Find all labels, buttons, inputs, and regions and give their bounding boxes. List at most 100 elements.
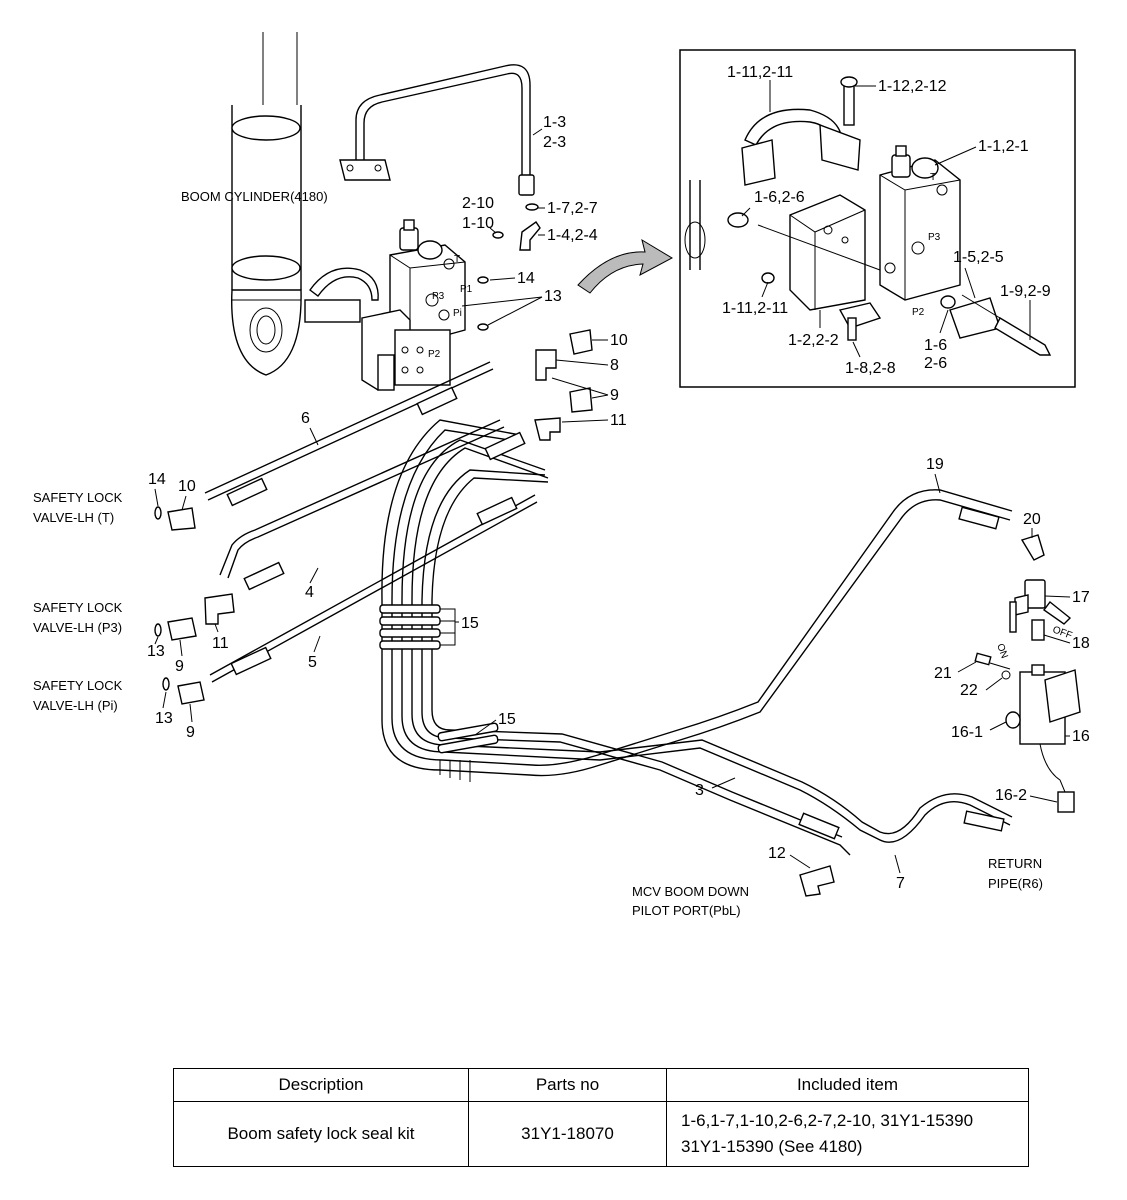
callout-14-left: 14: [148, 471, 166, 488]
callout-1-3: 1-3: [543, 114, 566, 131]
safety-lock-pi-line1: SAFETY LOCK: [33, 678, 123, 693]
oring-13-low: [162, 677, 170, 691]
inset-port-p3: P3: [928, 232, 941, 243]
callout-2-10: 2-10: [462, 195, 494, 212]
oring-13-mid: [154, 623, 162, 637]
port-p2-label: P2: [428, 349, 441, 360]
inset-callout-1-5-2-5: 1-5,2-5: [953, 249, 1004, 266]
inset-callout-1-9-2-9: 1-9,2-9: [1000, 283, 1051, 300]
port-pi-label: Pi: [453, 308, 462, 319]
callout-9-low: 9: [186, 724, 195, 741]
callout-1-7-2-7: 1-7,2-7: [547, 200, 598, 217]
safety-lock-valve: [304, 219, 466, 391]
callout-20: 20: [1023, 511, 1041, 528]
callout-16-1: 16-1: [951, 724, 983, 741]
cell-parts-no: 31Y1-18070: [468, 1101, 667, 1167]
tee-12: [799, 865, 835, 897]
table-header-row: Description Parts no Included item: [173, 1068, 1029, 1102]
elbow-10-right: [569, 329, 593, 355]
callout-15-lower: 15: [498, 711, 516, 728]
callout-1-10: 1-10: [462, 215, 494, 232]
port-p1-label: P1: [460, 284, 473, 295]
header-description: Description: [173, 1068, 469, 1102]
header-parts-no: Parts no: [468, 1068, 667, 1102]
port-p3-label: P3: [432, 291, 445, 302]
callout-18: 18: [1072, 635, 1090, 652]
included-item-line1: 1-6,1-7,1-10,2-6,2-7,2-10, 31Y1-15390: [681, 1111, 974, 1130]
solenoid-valve-assembly: [974, 534, 1081, 813]
callout-19: 19: [926, 456, 944, 473]
callout-13-mid: 13: [147, 643, 165, 660]
oring-14-top: [477, 276, 489, 284]
callout-10-left: 10: [178, 478, 196, 495]
boom-cylinder: [231, 32, 302, 376]
switch-off-label: OFF: [1051, 624, 1074, 641]
callout-7: 7: [896, 875, 905, 892]
mcv-boom-down-line2: PILOT PORT(PbL): [632, 903, 741, 918]
boom-cylinder-label: BOOM CYLINDER(4180): [181, 189, 328, 204]
oring-2-10: [492, 231, 504, 239]
callout-1-4-2-4: 1-4,2-4: [547, 227, 598, 244]
callout-15-upper: 15: [461, 615, 479, 632]
callout-16-2: 16-2: [995, 787, 1027, 804]
oring-13-top: [477, 323, 489, 331]
pipe-1-3: [339, 64, 535, 196]
arrow-to-inset: [577, 238, 674, 294]
elbow-9-right: [569, 387, 593, 413]
elbow-1-4: [519, 221, 541, 251]
callout-11-right: 11: [610, 412, 627, 429]
cell-included-item: 1-6,1-7,1-10,2-6,2-7,2-10, 31Y1-15390 31…: [666, 1101, 1029, 1167]
seal-kit-table: Description Parts no Included item Boom …: [173, 1068, 1029, 1167]
callout-10-right: 10: [610, 332, 628, 349]
callout-9-mid: 9: [175, 658, 184, 675]
inset-exploded-valve: [684, 76, 1052, 356]
oring-14-left: [154, 506, 162, 520]
switch-on-label: ON: [994, 642, 1009, 660]
inset-callout-1-11-2-11-low: 1-11,2-11: [722, 300, 788, 317]
safety-lock-p3-line1: SAFETY LOCK: [33, 600, 123, 615]
tee-8: [535, 349, 557, 381]
callout-4: 4: [305, 584, 314, 601]
safety-lock-t-line2: VALVE-LH (T): [33, 510, 114, 525]
elbow-9-low: [177, 681, 205, 705]
header-included-item: Included item: [666, 1068, 1029, 1102]
safety-lock-pi-line2: VALVE-LH (Pi): [33, 698, 118, 713]
callout-5: 5: [308, 654, 317, 671]
callout-9-right: 9: [610, 387, 619, 404]
safety-lock-t-line1: SAFETY LOCK: [33, 490, 123, 505]
callout-6: 6: [301, 410, 310, 427]
oring-1-7: [525, 203, 539, 211]
callout-16: 16: [1072, 728, 1090, 745]
inset-callout-1-8-2-8: 1-8,2-8: [845, 360, 896, 377]
return-pipe-line1: RETURN: [988, 856, 1042, 871]
port-t-label: T: [454, 254, 460, 265]
tee-11-right: [534, 417, 561, 441]
callout-13-low: 13: [155, 710, 173, 727]
mcv-boom-down-line1: MCV BOOM DOWN: [632, 884, 749, 899]
inset-box: [679, 49, 1076, 388]
inset-port-t: T: [930, 172, 936, 183]
table-row: Boom safety lock seal kit 31Y1-18070 1-6…: [173, 1101, 1029, 1167]
return-pipe-line2: PIPE(R6): [988, 876, 1043, 891]
hoses-and-pipes: [204, 361, 1013, 856]
callout-22: 22: [960, 682, 978, 699]
inset-callout-1-6-low-b: 2-6: [924, 355, 947, 372]
callout-21: 21: [934, 665, 952, 682]
elbow-10-left: [167, 507, 196, 531]
safety-lock-p3-line2: VALVE-LH (P3): [33, 620, 122, 635]
callout-17: 17: [1072, 589, 1090, 606]
inset-port-p2: P2: [912, 307, 925, 318]
inset-callout-1-2-2-2: 1-2,2-2: [788, 332, 839, 349]
tee-11-mid: [204, 593, 235, 625]
callout-13-top: 13: [544, 288, 562, 305]
inset-callout-1-1-2-1: 1-1,2-1: [978, 138, 1029, 155]
callout-2-3: 2-3: [543, 134, 566, 151]
cell-description: Boom safety lock seal kit: [173, 1101, 469, 1167]
inset-callout-1-6-low-a: 1-6: [924, 337, 947, 354]
callout-3: 3: [695, 782, 704, 799]
elbow-9-mid: [167, 617, 197, 641]
callout-12: 12: [768, 845, 786, 862]
inset-callout-1-12-2-12: 1-12,2-12: [878, 78, 947, 95]
callout-14-top: 14: [517, 270, 535, 287]
